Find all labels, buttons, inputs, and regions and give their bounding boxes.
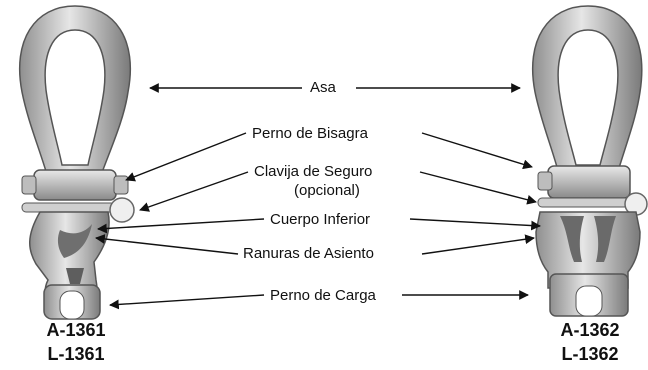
left-model-l: L-1361 [47, 344, 105, 364]
right-hook-illustration [531, 5, 648, 317]
leader-perno-bisagra-right [421, 132, 533, 170]
label-clavija-seguro: Clavija de Seguro [252, 163, 375, 180]
leader-clavija-right [419, 171, 537, 205]
leader-cuerpo-right [409, 218, 541, 231]
leader-clavija-left [139, 171, 249, 212]
left-model-numbers: A-1361 L-1361 [26, 318, 126, 366]
right-hinge-block [547, 165, 631, 199]
label-clavija-opcional: (opcional) [292, 182, 362, 199]
label-perno-carga: Perno de Carga [268, 287, 378, 304]
leader-perno-bisagra-left [125, 132, 247, 182]
right-model-numbers: A-1362 L-1362 [540, 318, 640, 366]
left-hinge-block [33, 169, 117, 201]
leader-ranuras-left [95, 234, 239, 255]
label-perno-bisagra: Perno de Bisagra [250, 125, 370, 142]
leader-cuerpo-left [97, 218, 265, 234]
leader-ranuras-right [421, 234, 535, 255]
label-ranuras-asiento: Ranuras de Asiento [241, 245, 376, 262]
right-model-a: A-1362 [560, 320, 620, 340]
label-cuerpo-inferior: Cuerpo Inferior [268, 211, 373, 228]
label-asa: Asa [308, 79, 338, 96]
leader-perno-carga-left [109, 294, 265, 310]
leader-lines [95, 83, 541, 310]
right-model-l: L-1362 [561, 344, 619, 364]
left-hook-illustration [18, 5, 135, 320]
right-bail [531, 5, 643, 179]
left-model-a: A-1361 [46, 320, 106, 340]
left-bail [18, 5, 132, 179]
